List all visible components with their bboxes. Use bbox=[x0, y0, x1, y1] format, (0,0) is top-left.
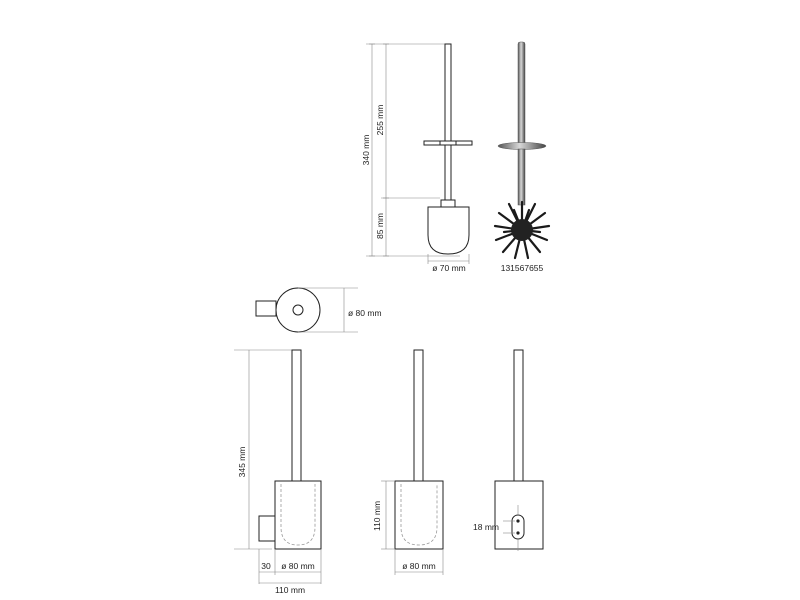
product-code: 131567655 bbox=[501, 263, 544, 273]
holder-front-view: 110 mm ø 80 mm bbox=[372, 349, 444, 575]
holder-side-view: 345 mm 30 ø 80 mm 110 mm bbox=[234, 349, 322, 595]
dimension-slot: 18 mm bbox=[473, 522, 499, 532]
dimension-side-diameter: ø 80 mm bbox=[281, 561, 315, 571]
brush-side-view: 340 mm 255 mm 85 mm ø 70 mm bbox=[361, 43, 473, 273]
dimension-head-height: 85 mm bbox=[375, 213, 385, 239]
dimension-holder-height: 345 mm bbox=[237, 447, 247, 478]
holder-back-view: 18 mm bbox=[473, 349, 544, 551]
dimension-handle-height: 255 mm bbox=[375, 105, 385, 136]
holder-top-view: ø 80 mm bbox=[255, 287, 382, 333]
dimension-brush-width: ø 70 mm bbox=[432, 263, 466, 273]
dimension-front-diameter: ø 80 mm bbox=[402, 561, 436, 571]
dimension-cup-height: 110 mm bbox=[372, 501, 382, 531]
dimension-depth: 110 mm bbox=[275, 585, 305, 595]
dimension-total-height: 340 mm bbox=[361, 135, 371, 166]
dimension-top-diameter: ø 80 mm bbox=[348, 308, 382, 318]
dimension-wall-offset: 30 bbox=[261, 561, 271, 571]
brush-product-photo: 131567655 bbox=[493, 41, 551, 273]
